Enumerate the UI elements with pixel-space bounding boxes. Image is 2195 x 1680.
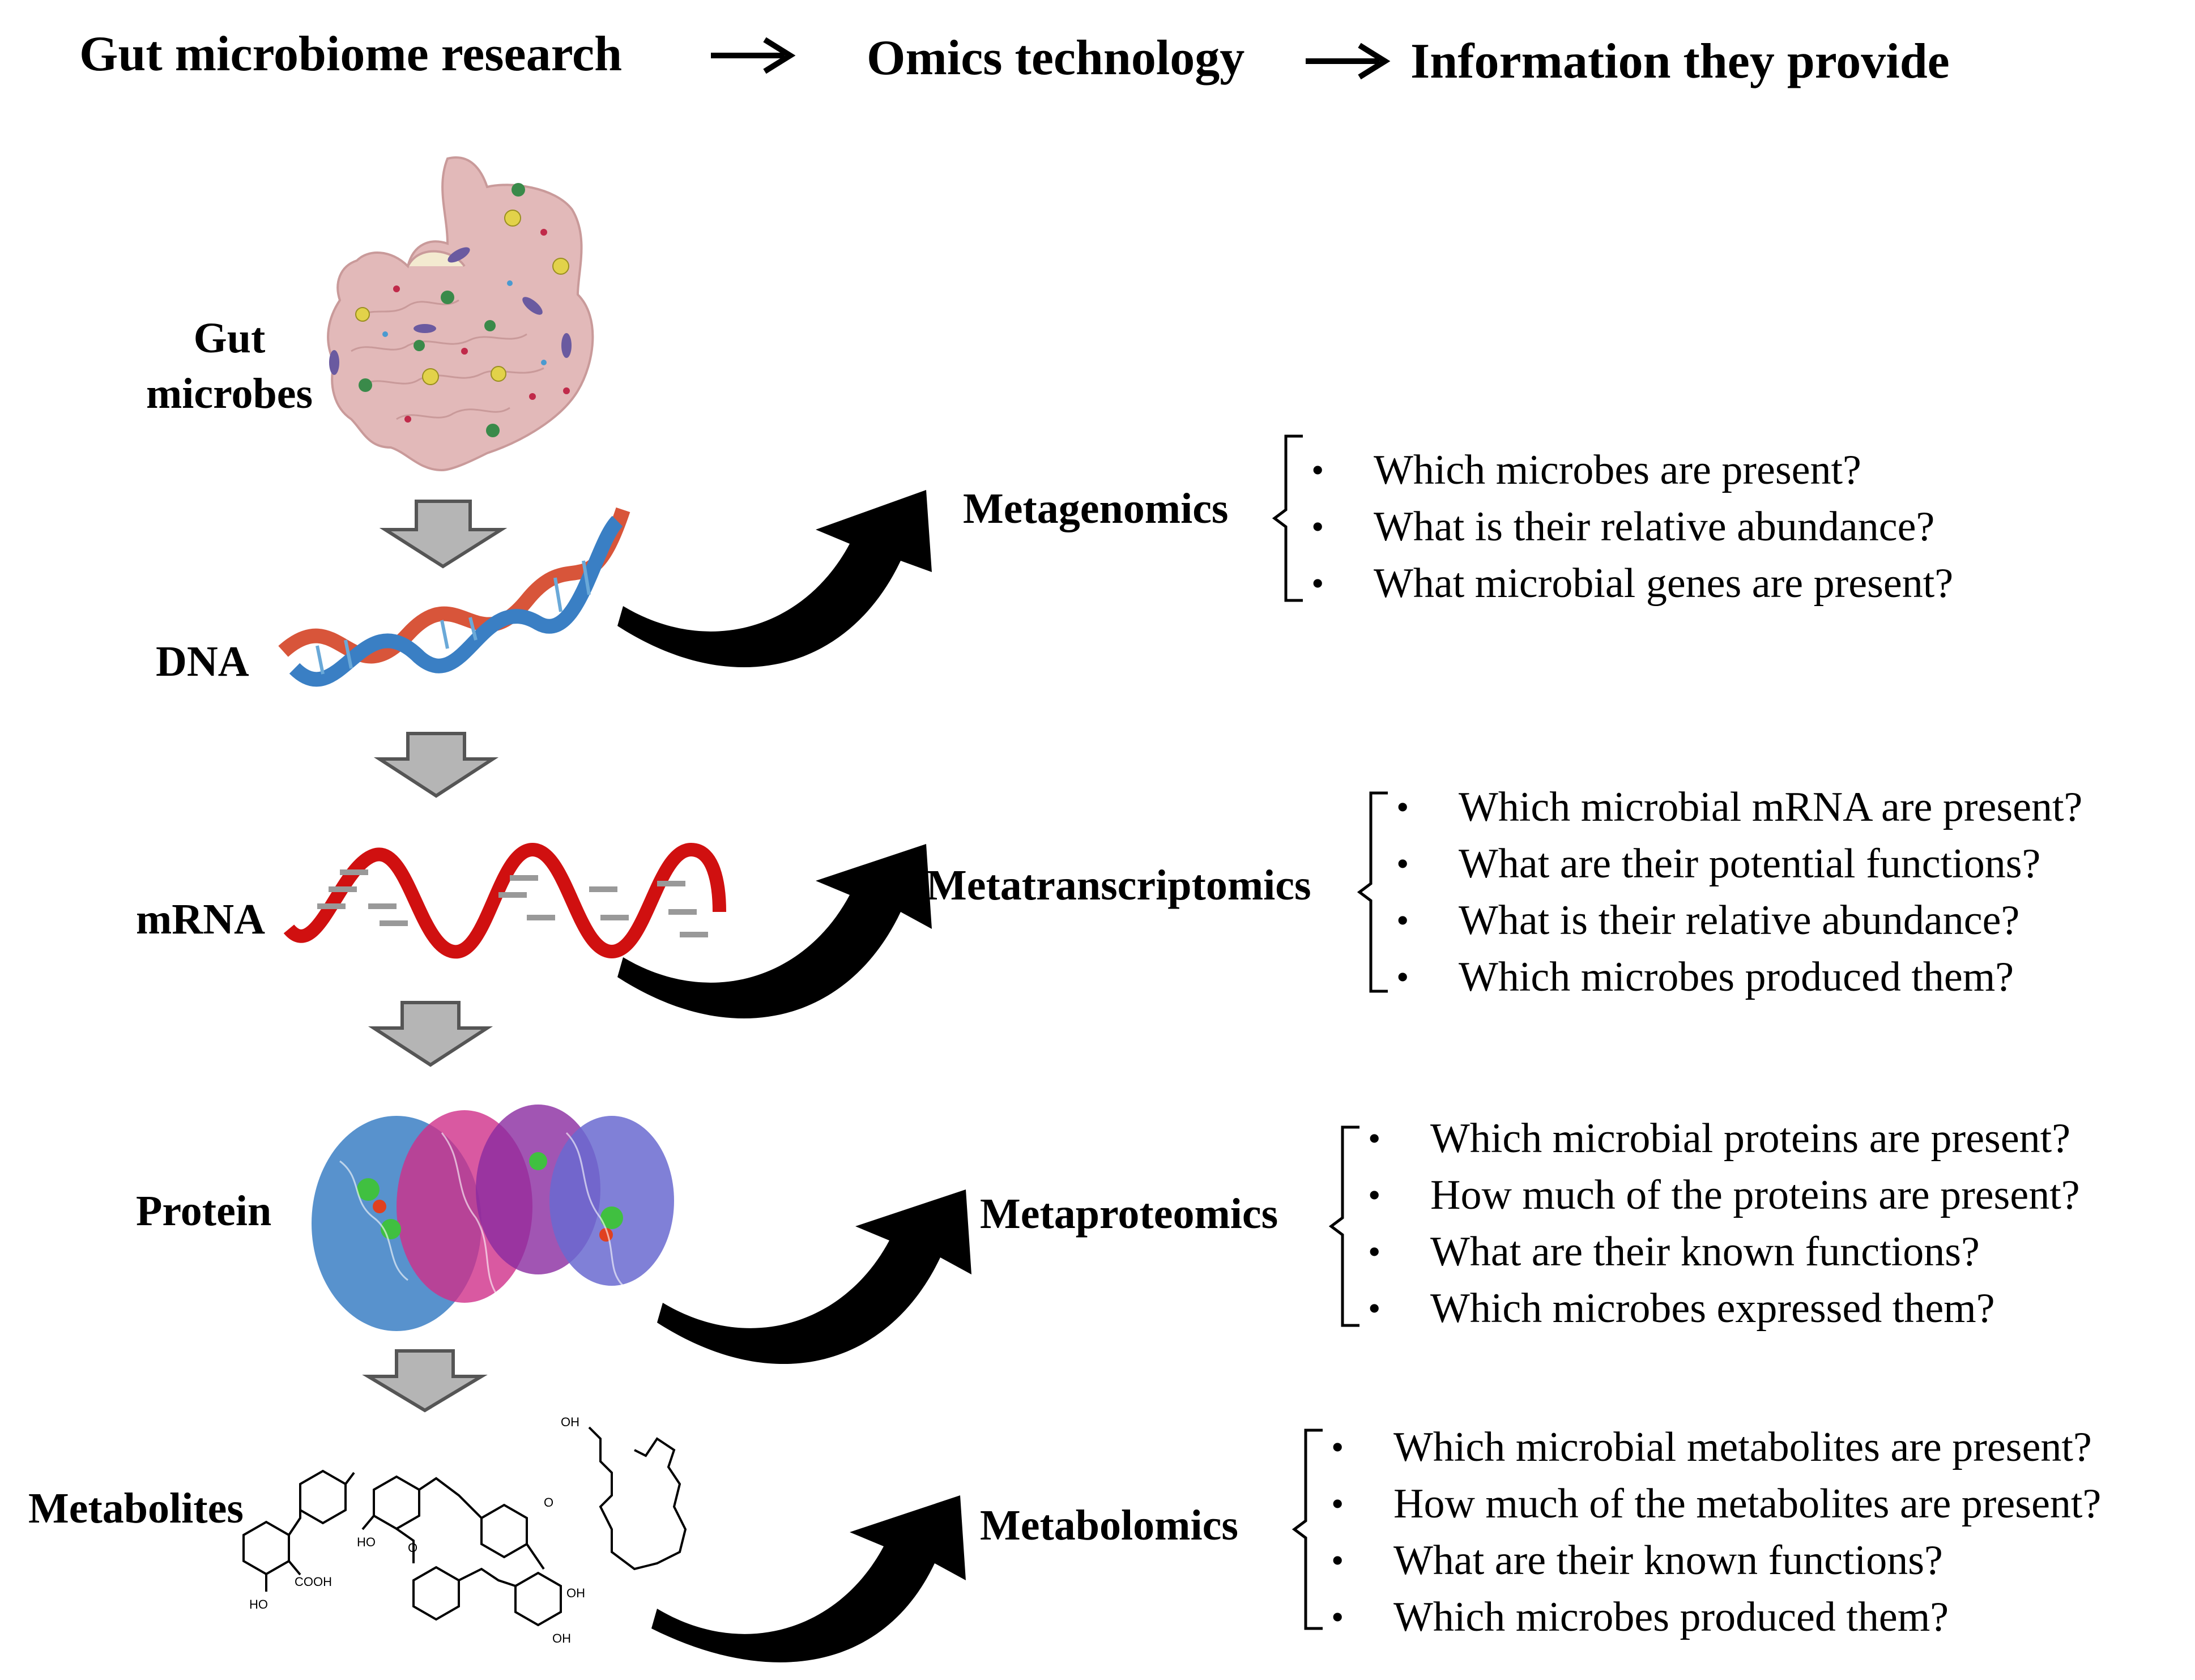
- tech-metaproteomics: Metaproteomics: [980, 1190, 1278, 1238]
- question-item: Which microbial mRNA are present?: [1396, 779, 2082, 835]
- chem-label-o2: O: [544, 1495, 553, 1510]
- tech-metagenomics: Metagenomics: [963, 485, 1229, 532]
- chem-label-cooh: COOH: [295, 1575, 332, 1589]
- question-item: Which microbes expressed them?: [1368, 1280, 2080, 1337]
- questions-metatranscriptomics: Which microbial mRNA are present? What a…: [1396, 779, 2082, 1005]
- chem-label-ho2: HO: [357, 1535, 376, 1549]
- curved-arrow-metaproteomics: [657, 1189, 971, 1365]
- dna-helix-illustration: [278, 507, 630, 687]
- protein-illustration: [312, 1105, 674, 1331]
- stage-label-metabolites: Metabolites: [28, 1485, 244, 1532]
- down-arrow-1: [379, 500, 508, 569]
- stage-label-gut-microbes: Gut microbes: [139, 310, 320, 421]
- down-arrow-2: [373, 732, 499, 798]
- header-research: Gut microbiome research: [79, 27, 623, 82]
- question-item: How much of the metabolites are present?: [1331, 1476, 2101, 1532]
- header-information: Information they provide: [1410, 34, 1950, 89]
- tech-metatranscriptomics: Metatranscriptomics: [926, 862, 1311, 909]
- question-item: Which microbial proteins are present?: [1368, 1110, 2080, 1167]
- curved-arrow-metagenomics: [617, 490, 932, 668]
- chem-label-oh3: OH: [561, 1415, 579, 1429]
- bracket-metaproteomics: [1328, 1125, 1359, 1327]
- chem-label-ho1: HO: [249, 1597, 268, 1611]
- question-item: What are their potential functions?: [1396, 835, 2082, 892]
- mrna-illustration: [283, 842, 726, 959]
- stage-label-dna: DNA: [156, 638, 249, 685]
- header-omics: Omics technology: [867, 31, 1245, 86]
- down-arrow-4: [362, 1349, 488, 1413]
- header-arrow-1: [711, 37, 796, 74]
- curved-arrow-metatranscriptomics: [617, 844, 932, 1019]
- tech-metabolomics: Metabolomics: [980, 1502, 1238, 1549]
- bracket-metatranscriptomics: [1357, 791, 1388, 993]
- chem-label-oh1: OH: [566, 1586, 585, 1600]
- question-item: Which microbes produced them?: [1396, 949, 2082, 1005]
- bracket-metabolomics: [1292, 1429, 1323, 1630]
- question-item: What are their known functions?: [1331, 1532, 2101, 1589]
- stage-label-protein: Protein: [136, 1187, 272, 1235]
- question-item: What is their relative abundance?: [1396, 892, 2082, 949]
- question-item: Which microbial metabolites are present?: [1331, 1419, 2101, 1476]
- gut-illustration: [327, 156, 594, 472]
- chem-label-oh2: OH: [552, 1631, 571, 1645]
- chem-label-o1: O: [408, 1541, 417, 1555]
- question-item: How much of the proteins are present?: [1368, 1167, 2080, 1223]
- stage-label-gut-microbes-text: Gut microbes: [146, 314, 313, 417]
- stage-label-mrna: mRNA: [136, 896, 265, 943]
- metabolites-illustration: [242, 1426, 687, 1627]
- question-item: Which microbes are present?: [1311, 442, 1953, 498]
- question-item: What microbial genes are present?: [1311, 555, 1953, 612]
- question-item: What is their relative abundance?: [1311, 498, 1953, 555]
- question-item: What are their known functions?: [1368, 1223, 2080, 1280]
- header-arrow-2: [1306, 42, 1391, 80]
- curved-arrow-metabolomics: [651, 1495, 966, 1662]
- questions-metabolomics: Which microbial metabolites are present?…: [1331, 1419, 2101, 1645]
- down-arrow-3: [368, 1001, 493, 1067]
- question-item: Which microbes produced them?: [1331, 1589, 2101, 1645]
- questions-metaproteomics: Which microbial proteins are present? Ho…: [1368, 1110, 2080, 1337]
- questions-metagenomics: Which microbes are present? What is thei…: [1311, 442, 1953, 612]
- bracket-metagenomics: [1272, 434, 1303, 602]
